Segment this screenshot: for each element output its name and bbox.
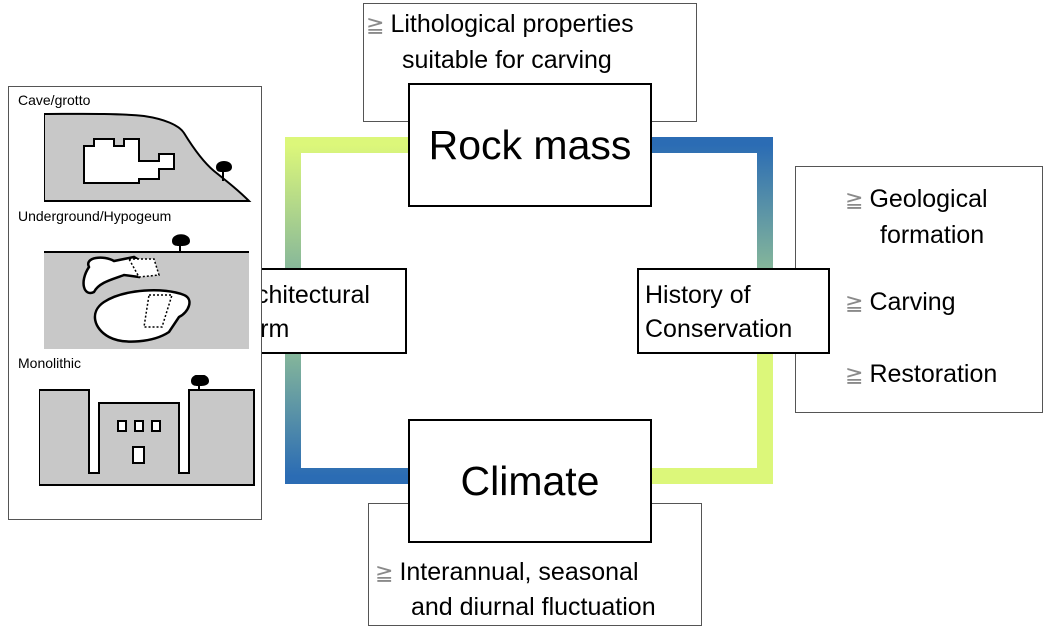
bullet-arrow-icon: ≧ (366, 12, 385, 37)
history-note-line-4: ≧Restoration (845, 360, 998, 388)
bullet-arrow-icon: ≧ (845, 290, 864, 315)
bullet-arrow-icon: ≧ (845, 187, 864, 212)
monolithic-illustration (39, 375, 255, 486)
rock-mass-note-line-1: ≧Lithological properties (366, 10, 634, 38)
connector-bottom-right (650, 352, 773, 484)
connector-bottom-left (285, 352, 410, 484)
bullet-arrow-icon: ≧ (845, 362, 864, 387)
cave-grotto-illustration (44, 112, 252, 202)
climate-note-line-2: and diurnal fluctuation (411, 593, 656, 621)
underground-hypogeum-illustration (44, 234, 249, 349)
climate-note-line-1: ≧Interannual, seasonal (375, 558, 639, 586)
rock-mass-node: Rock mass (408, 83, 652, 207)
history-note: ≧Geological formation ≧Carving ≧Restorat… (795, 166, 1043, 413)
climate-label: Climate (460, 458, 600, 504)
history-label-line-2: Conservation (645, 315, 793, 343)
monolithic-label: Monolithic (18, 355, 82, 371)
rock-mass-note-line-2: suitable for carving (402, 46, 612, 74)
architecture-types-panel: Cave/grotto Underground/Hypogeum Monolit… (8, 86, 262, 520)
history-note-line-1: ≧Geological (845, 185, 988, 213)
rock-mass-note: ≧Lithological properties suitable for ca… (363, 3, 697, 122)
cave-label: Cave/grotto (18, 92, 91, 108)
rock-mass-label: Rock mass (428, 122, 632, 168)
climate-node: Climate (408, 419, 652, 543)
underground-label: Underground/Hypogeum (18, 208, 172, 224)
connector-top-left (285, 137, 410, 270)
history-label-line-1: History of (645, 281, 751, 309)
history-note-line-2: formation (880, 221, 985, 249)
connector-top-right (650, 137, 773, 270)
history-node: History of Conservation (637, 268, 830, 354)
history-note-line-3: ≧Carving (845, 288, 956, 316)
bullet-arrow-icon: ≧ (375, 560, 394, 585)
